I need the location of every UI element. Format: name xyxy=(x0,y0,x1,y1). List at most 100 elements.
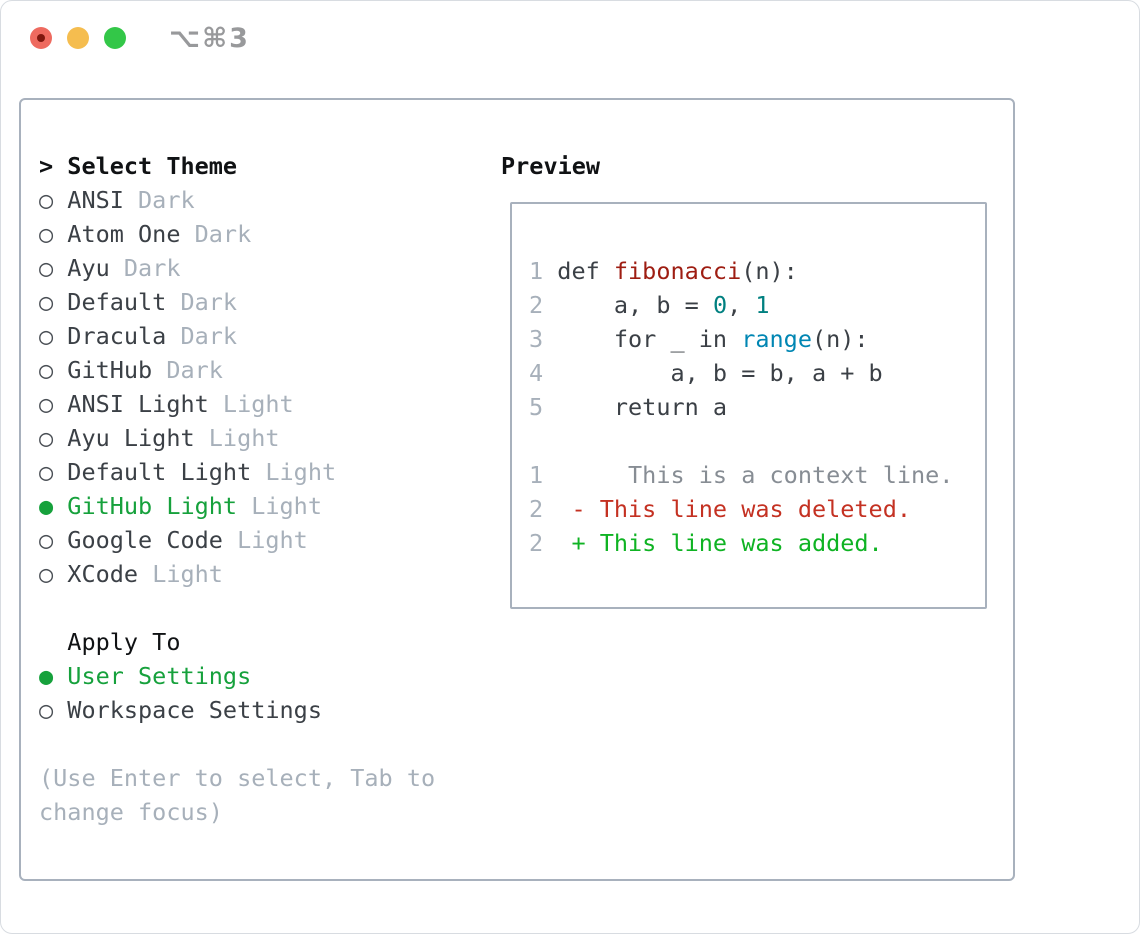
radio-icon: ○ xyxy=(39,424,68,452)
theme-variant: Dark xyxy=(152,356,223,384)
theme-option-ayu-light[interactable]: ○ Ayu Light Light xyxy=(39,421,435,455)
theme-option-dracula[interactable]: ○ Dracula Dark xyxy=(39,319,435,353)
radio-icon: ○ xyxy=(39,356,68,384)
theme-name: Default Light xyxy=(67,458,252,486)
radio-selected-icon: ● xyxy=(39,662,68,690)
code-token: 1 xyxy=(755,291,770,319)
apply-option-label: Workspace Settings xyxy=(67,696,322,724)
code-line: 1 This is a context line. xyxy=(529,458,985,492)
theme-variant: Light xyxy=(251,458,337,486)
code-token: - This line was deleted. xyxy=(557,495,912,523)
zoom-button[interactable] xyxy=(104,27,126,49)
apply-option-user-settings[interactable]: ● User Settings xyxy=(39,659,435,693)
theme-variant: Dark xyxy=(123,186,195,214)
traffic-lights xyxy=(30,27,126,49)
line-number: 2 xyxy=(529,495,558,523)
code-line: 4 a, b = b, a + b xyxy=(529,356,985,390)
theme-option-ayu[interactable]: ○ Ayu Dark xyxy=(39,251,435,285)
theme-option-ansi-light[interactable]: ○ ANSI Light Light xyxy=(39,387,435,421)
apply-option-label: User Settings xyxy=(67,662,252,690)
theme-variant: Light xyxy=(237,492,322,520)
code-token: range xyxy=(741,325,812,353)
select-theme-label: Select Theme xyxy=(67,152,238,180)
radio-icon: ○ xyxy=(39,288,68,316)
line-number: 5 xyxy=(529,393,558,421)
theme-list: ○ ANSI Dark○ Atom One Dark○ Ayu Dark○ De… xyxy=(39,183,435,591)
theme-variant: Dark xyxy=(180,220,252,248)
theme-name: XCode xyxy=(67,560,139,588)
radio-icon: ○ xyxy=(39,186,68,214)
radio-selected-icon: ● xyxy=(39,492,68,520)
apply-option-workspace-settings[interactable]: ○ Workspace Settings xyxy=(39,693,435,727)
preview-label: Preview xyxy=(501,152,601,180)
close-button[interactable] xyxy=(30,27,52,49)
select-theme-header: > Select Theme xyxy=(39,149,435,183)
code-token: def xyxy=(557,257,614,285)
code-token: 0 xyxy=(712,291,728,319)
radio-icon: ○ xyxy=(39,254,68,282)
theme-name: Atom One xyxy=(67,220,181,248)
theme-name: Default xyxy=(67,288,167,316)
theme-option-default[interactable]: ○ Default Dark xyxy=(39,285,435,319)
window-title: ⌥⌘3 xyxy=(169,23,250,54)
theme-name: Google Code xyxy=(67,526,223,554)
theme-option-ansi[interactable]: ○ ANSI Dark xyxy=(39,183,435,217)
radio-icon: ○ xyxy=(39,696,68,724)
theme-option-github[interactable]: ○ GitHub Dark xyxy=(39,353,435,387)
theme-variant: Dark xyxy=(166,322,238,350)
theme-name: ANSI Light xyxy=(67,390,209,418)
code-line: 3 for _ in range(n): xyxy=(529,322,985,356)
code-token: fibonacci xyxy=(613,257,742,285)
radio-icon: ○ xyxy=(39,526,68,554)
code-token: + This line was added. xyxy=(557,529,883,557)
spacer xyxy=(39,591,435,625)
code-line: 1 def fibonacci(n): xyxy=(529,254,985,288)
code-line: 2 + This line was added. xyxy=(529,526,985,560)
theme-option-atom-one[interactable]: ○ Atom One Dark xyxy=(39,217,435,251)
code-token: (n): xyxy=(741,257,798,285)
minimize-button[interactable] xyxy=(67,27,89,49)
line-number: 1 xyxy=(529,461,558,489)
theme-variant: Dark xyxy=(109,254,181,282)
apply-to-list: ● User Settings○ Workspace Settings xyxy=(39,659,435,727)
theme-name: Dracula xyxy=(67,322,167,350)
line-number: 3 xyxy=(529,325,558,353)
theme-name: GitHub Light xyxy=(67,492,238,520)
theme-name: ANSI xyxy=(67,186,124,214)
radio-icon: ○ xyxy=(39,322,68,350)
theme-variant: Light xyxy=(208,390,294,418)
theme-variant: Light xyxy=(194,424,280,452)
spacer xyxy=(39,727,435,761)
theme-option-google-code[interactable]: ○ Google Code Light xyxy=(39,523,435,557)
theme-name: Ayu xyxy=(67,254,110,282)
theme-option-github-light[interactable]: ● GitHub Light Light xyxy=(39,489,435,523)
line-number: 2 xyxy=(529,291,558,319)
hint-line-1: (Use Enter to select, Tab to xyxy=(39,764,436,792)
code-token: for _ in xyxy=(557,325,742,353)
code-line: 5 return a xyxy=(529,390,985,424)
code-token: , xyxy=(727,291,756,319)
radio-icon: ○ xyxy=(39,560,68,588)
code-token: This is a context line. xyxy=(557,461,954,489)
focus-caret-icon: > xyxy=(39,152,68,180)
line-number: 2 xyxy=(529,529,558,557)
theme-name: Ayu Light xyxy=(67,424,195,452)
code-line xyxy=(529,424,985,458)
radio-icon: ○ xyxy=(39,220,68,248)
theme-variant: Dark xyxy=(166,288,238,316)
code-token: a, b = b, a + b xyxy=(557,359,883,387)
code-line: 2 - This line was deleted. xyxy=(529,492,985,526)
line-number: 4 xyxy=(529,359,558,387)
radio-icon: ○ xyxy=(39,458,68,486)
apply-to-header: Apply To xyxy=(39,625,435,659)
radio-icon: ○ xyxy=(39,390,68,418)
code-token: a, b = xyxy=(557,291,713,319)
theme-option-default-light[interactable]: ○ Default Light Light xyxy=(39,455,435,489)
sidebar: > Select Theme ○ ANSI Dark○ Atom One Dar… xyxy=(39,149,435,829)
theme-option-xcode[interactable]: ○ XCode Light xyxy=(39,557,435,591)
line-number: 1 xyxy=(529,257,558,285)
code-line: 2 a, b = 0, 1 xyxy=(529,288,985,322)
